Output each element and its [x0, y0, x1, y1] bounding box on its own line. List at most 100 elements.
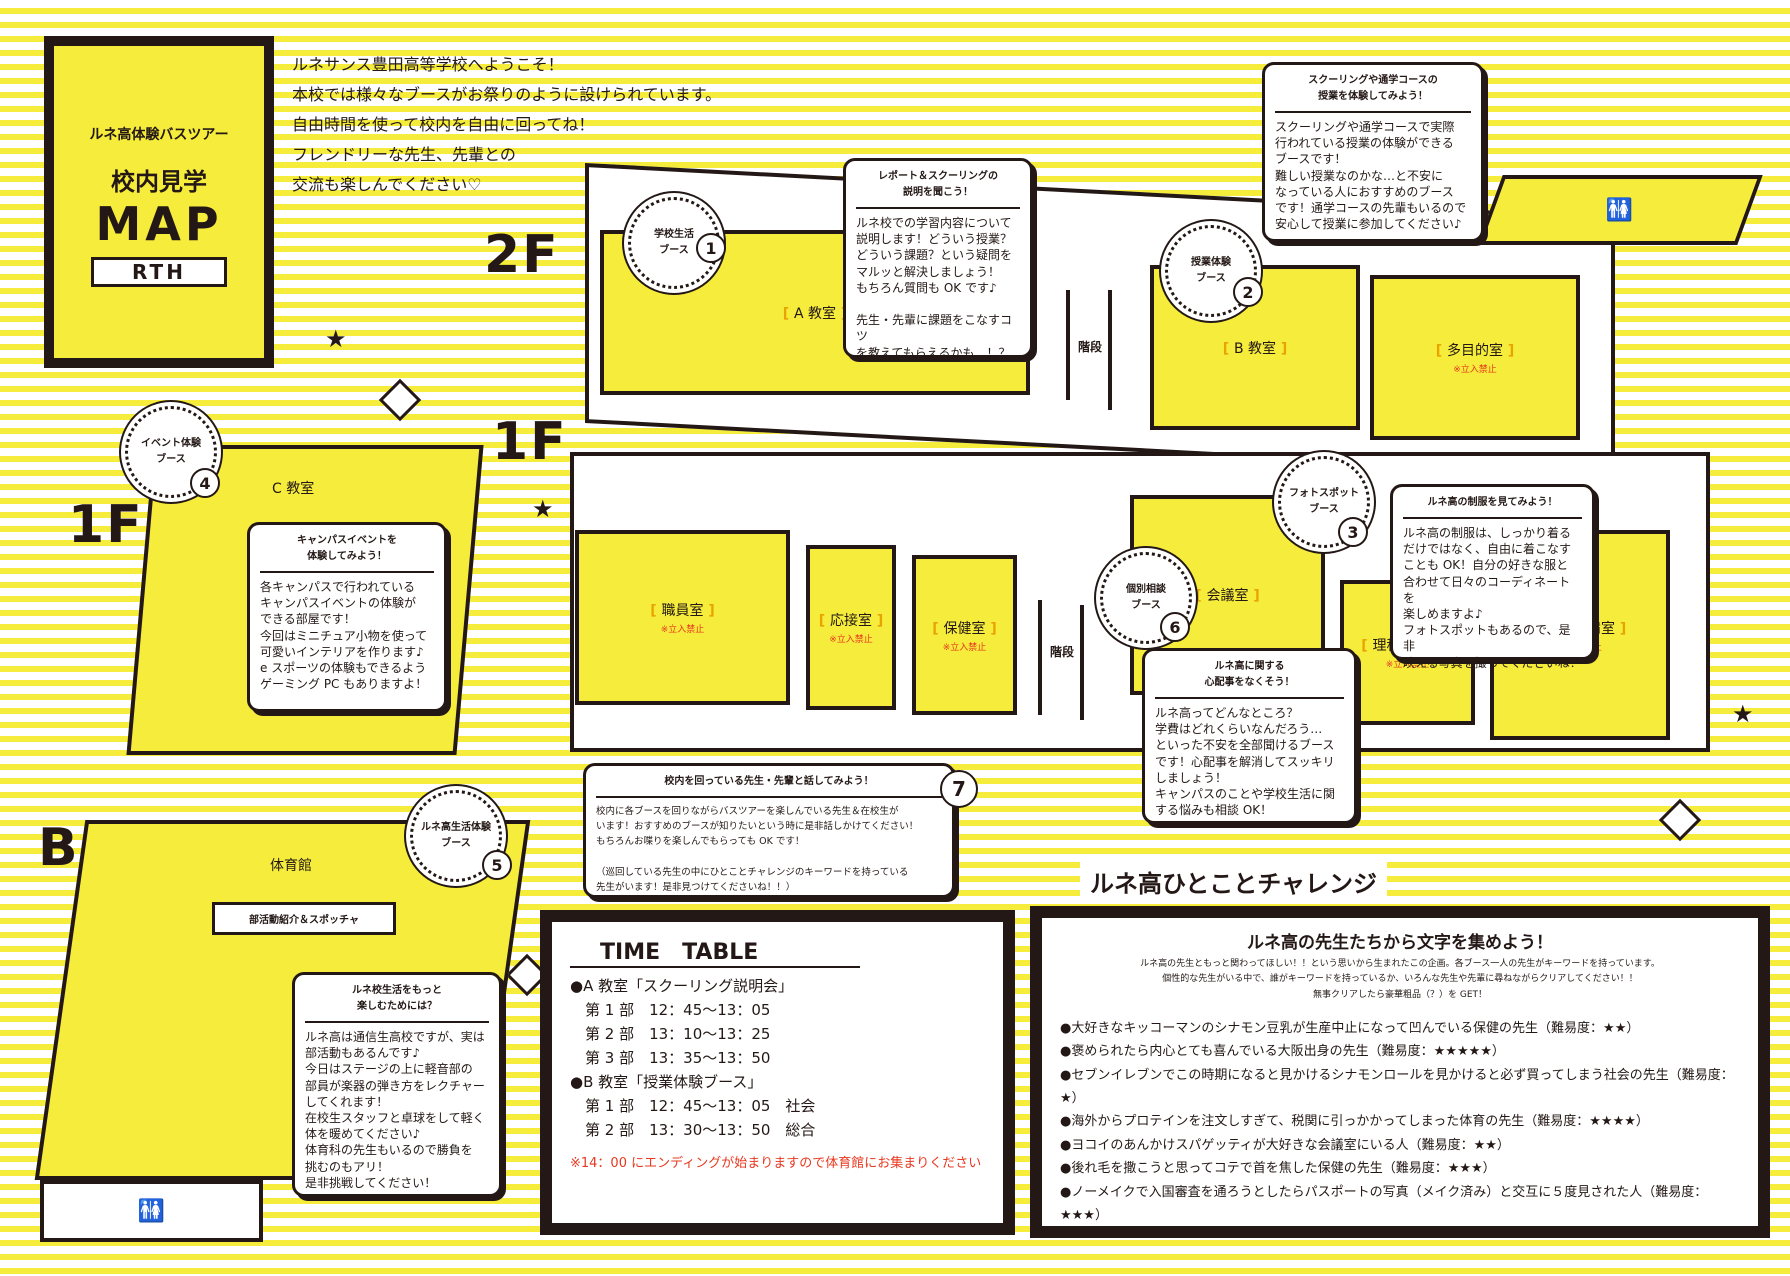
room-restroom-2f: 🚻	[1477, 175, 1763, 245]
booth-renee-life: ルネ高生活体験 ブース	[410, 790, 502, 882]
timetable-row: ●B 教室「授業体験ブース」	[570, 1073, 763, 1091]
restricted-note: ※立入禁止	[829, 635, 873, 645]
booth-event: イベント体験 ブース	[125, 406, 217, 498]
stairs-label: 階段	[1050, 645, 1075, 659]
timetable-box: TIME TABLE ●A 教室「スクーリング説明会」 第 1 部 12：45〜…	[540, 910, 1015, 1235]
timetable-row: 第 1 部 12：45〜13：05	[570, 1001, 771, 1019]
intro-line: フレンドリーな先生、先輩との	[292, 145, 516, 164]
star-icon: ★	[1732, 700, 1754, 728]
booth-label: イベント体験 ブース	[141, 438, 201, 465]
challenge-item: ●後れ毛を撒こうと思ってコテで首を焦した保健の先生（難易度：★★★）	[1060, 1161, 1496, 1177]
challenge-box: ルネ高の先生たちから文字を集めよう！ ルネ高の先生ともっと関わってほしい！！とい…	[1030, 906, 1770, 1238]
booth-number: 2	[1233, 277, 1263, 307]
room-c: C 教室	[272, 478, 314, 498]
title-badge: RTH	[91, 257, 227, 287]
stairs-up-arrow	[1038, 600, 1042, 715]
floor-label-1f: 1F	[68, 495, 144, 555]
bubble-title: ルネ高に関する 心配事をなくそう！	[1155, 659, 1344, 699]
room-label: 多目的室	[1436, 340, 1515, 360]
booth-consultation: 個別相談 ブース	[1100, 552, 1192, 644]
challenge-desc: 個性的な先生がいる中で、誰がキーワードを持っているか、いろんな先生や先輩に尋ねな…	[1162, 974, 1638, 985]
floor-label-1f: 1F	[492, 412, 568, 472]
timetable-row: 第 3 部 13：35〜13：50	[570, 1049, 771, 1067]
challenge-item: ●海外からプロテインを注文しすぎて、税関に引っかかってしまった体育の先生（難易度…	[1060, 1114, 1649, 1130]
room-reception: 応接室※立入禁止	[806, 545, 896, 710]
bubble-title: レポート＆スクーリングの 説明を聞こう！	[856, 169, 1020, 209]
booth-number: 5	[482, 850, 512, 880]
info-bubble-worry: ルネ高に関する 心配事をなくそう！ ルネ高ってどんなところ？ 学費はどれくらいな…	[1142, 648, 1357, 824]
bubble-body: スクーリングや通学コースで実際 行われている授業の体験ができる ブースです！ 難…	[1275, 120, 1467, 232]
stairs-down-arrow	[1080, 605, 1084, 720]
diamond-icon	[1658, 798, 1702, 842]
bubble-title: ルネ高の制服を見てみよう！	[1403, 495, 1582, 519]
stairs-down-arrow	[1108, 290, 1112, 410]
booth-photo-spot: フォトスポット ブース	[1278, 456, 1370, 548]
info-bubble-uniform: ルネ高の制服を見てみよう！ ルネ高の制服は、しっかり着る だけではなく、自由に着…	[1390, 484, 1595, 670]
star-icon: ★	[325, 325, 347, 353]
restricted-note: ※立入禁止	[1385, 660, 1430, 670]
room-label: 職員室	[650, 600, 715, 620]
intro-line: 自由時間を使って校内を自由に回ってね！	[292, 115, 595, 134]
restroom-icon: 🚻	[1606, 197, 1634, 223]
challenge-item: ●セブンイレブンでこの時期になると見かけるシナモンロールを見かけると必ず買ってし…	[1060, 1067, 1734, 1107]
bubble-body: ルネ高ってどんなところ？ 学費はどれくらいなんだろう… といった不安を全部聞ける…	[1155, 706, 1336, 818]
timetable-note: ※14：00 にエンディングが始まりますので体育館にお集まりください	[570, 1156, 982, 1171]
booth-number: 3	[1338, 517, 1368, 547]
room-label: A 教室	[783, 303, 848, 323]
booth-number: 1	[696, 233, 726, 263]
bubble-title: スクーリングや通学コースの 授業を体験してみよう！	[1275, 73, 1471, 113]
timetable-row: ●A 教室「スクーリング説明会」	[570, 977, 794, 995]
title-map: MAP	[95, 197, 223, 251]
gym-banner: 部活動紹介＆スポッチャ	[212, 902, 396, 935]
bubble-body: 各キャンパスで行われている キャンパスイベントの体験が できる部屋です！ 今回は…	[260, 580, 428, 692]
title-main: 校内見学	[111, 168, 207, 196]
diamond-icon	[378, 378, 422, 422]
info-bubble-schooling: スクーリングや通学コースの 授業を体験してみよう！ スクーリングや通学コースで実…	[1262, 62, 1484, 242]
booth-number: 6	[1160, 612, 1190, 642]
challenge-item: ●ノーメイクで入国審査を通ろうとしたらパスポートの写真（メイク済み）と交互に５度…	[1060, 1184, 1708, 1224]
booth-label: 授業体験 ブース	[1191, 257, 1231, 284]
bubble-body: ルネ高の制服は、しっかり着る だけではなく、自由に着こなす ことも OK！自分の…	[1403, 526, 1582, 670]
challenge-item: ●大好きなキッコーマンのシナモン豆乳が生産中止になって凹んでいる保健の先生（難易…	[1060, 1020, 1640, 1036]
info-bubble-event: キャンパスイベントを 体験してみよう！ 各キャンパスで行われている キャンパスイ…	[247, 522, 447, 712]
bubble-body: ルネ高は通信生高校ですが、実は 部活動もあるんです♪ 今日はステージの上に軽音部…	[305, 1030, 485, 1190]
bubble-title: 校内を回っている先生・先輩と話してみよう！	[596, 774, 942, 798]
challenge-heading: ルネ高の先生たちから文字を集めよう！	[1247, 933, 1553, 953]
room-label: B 教室	[1223, 338, 1288, 358]
intro-line: 交流も楽しんでください♡	[292, 175, 482, 194]
booth-label: ルネ高生活体験 ブース	[421, 822, 491, 849]
timetable-row: 第 2 部 13：10〜13：25	[570, 1025, 771, 1043]
booth-label: 個別相談 ブース	[1126, 584, 1166, 611]
star-icon: ★	[532, 495, 554, 523]
room-label: C 教室	[272, 481, 315, 497]
intro-line: ルネサンス豊田高等学校へようこそ！	[292, 55, 564, 74]
restricted-note: ※立入禁止	[1453, 365, 1497, 375]
restricted-note: ※立入禁止	[942, 642, 987, 653]
title-box: ルネ高体験バスツアー 校内見学 MAP RTH	[44, 36, 274, 368]
challenge-item: ●ヨコイのあんかけスパゲッティが大好きな会議室にいる人（難易度：★★）	[1060, 1137, 1510, 1153]
intro-text: ルネサンス豊田高等学校へようこそ！ 本校では様々なブースがお祭りのように設けられ…	[292, 50, 721, 200]
booth-label: 学校生活 ブース	[654, 229, 694, 256]
info-bubble-walk: 校内を回っている先生・先輩と話してみよう！ 校内に各ブースを回りながらバスツアー…	[583, 763, 955, 898]
bubble-title: キャンパスイベントを 体験してみよう！	[260, 533, 434, 573]
title-subtitle: ルネ高体験バスツアー	[89, 127, 229, 143]
restricted-note: ※立入禁止	[660, 625, 705, 635]
floor-label-2f: 2F	[484, 225, 560, 285]
room-label: 体育館	[270, 858, 312, 874]
room-gym: 体育館	[270, 855, 312, 875]
room-label: 会議室	[1195, 585, 1260, 605]
room-label: 保健室	[932, 618, 997, 638]
challenge-item: ●褒められたら内心とても喜んでいる大阪出身の先生（難易度：★★★★★）	[1060, 1044, 1505, 1060]
room-health: 保健室 ※立入禁止	[912, 555, 1017, 715]
info-bubble-report: レポート＆スクーリングの 説明を聞こう！ ルネ校での学習内容について 説明します…	[843, 158, 1033, 360]
booth-number: 7	[940, 770, 978, 808]
timetable-heading: TIME TABLE	[570, 934, 860, 968]
intro-line: 本校では様々なブースがお祭りのように設けられています。	[292, 85, 722, 104]
challenge-desc: 無事クリアしたら豪華粗品（？）を GET！	[1312, 989, 1488, 1000]
timetable-row: 第 2 部 13：30〜13：50 総合	[570, 1121, 816, 1139]
bubble-body: 校内に各ブースを回りながらバスツアーを楽しんでいる先生＆在校生が います！おすす…	[596, 806, 919, 893]
room-staff: 職員室 ※立入禁止	[575, 530, 790, 705]
bubble-title: ルネ校生活をもっと 楽しむためには？	[305, 983, 489, 1023]
bubble-body: ルネ校での学習内容について 説明します！どういう授業？ どういう課題？という疑問…	[856, 216, 1013, 360]
booth-label: フォトスポット ブース	[1289, 488, 1359, 515]
